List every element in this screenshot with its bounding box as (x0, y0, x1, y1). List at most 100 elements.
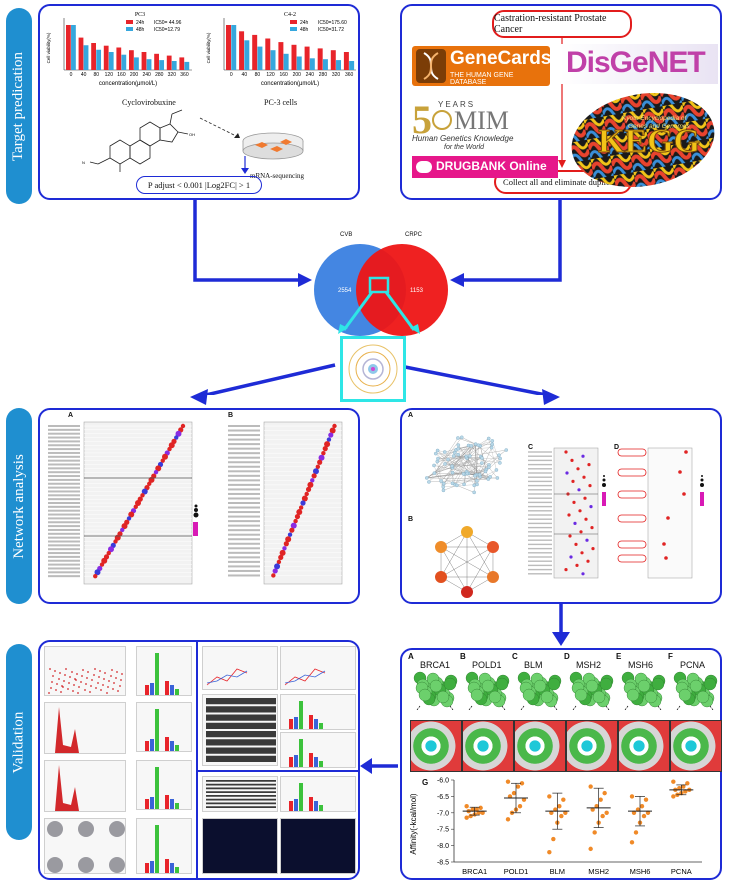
color-legend-bar (700, 492, 704, 506)
enrichment-dot (583, 496, 587, 500)
viability-bar-24h (129, 50, 134, 70)
term-label-stub (528, 484, 552, 487)
enrichment-dot (271, 573, 276, 578)
affinity-point (517, 804, 523, 809)
network-arrowheads (190, 389, 560, 405)
ppi-edge (458, 444, 480, 475)
hub-node (461, 586, 473, 598)
c42-legend-24: 24h (300, 20, 309, 26)
ppi-edge (434, 457, 482, 474)
term-label-stub (228, 502, 260, 504)
term-label-stub (228, 443, 260, 446)
ppi-node (480, 461, 484, 465)
enrichment-dot (113, 539, 118, 544)
enrichment-dot (312, 468, 319, 475)
drugbank-logo: DRUGBANK Online (412, 156, 558, 178)
affinity-point (594, 804, 599, 809)
viability-bar-24h (154, 53, 159, 70)
term-label-stub (228, 574, 260, 577)
size-legend-dot (603, 475, 605, 477)
ppi-node (498, 461, 502, 465)
y-tick-label: -6.5 (437, 794, 449, 801)
pathway-highlight-box (617, 468, 647, 477)
viability-bar-24h (343, 52, 349, 70)
term-label-stub (228, 551, 260, 554)
size-legend-dot (193, 512, 199, 518)
binding-pocket-pcna (670, 720, 722, 772)
affinity-point (547, 794, 552, 799)
affinity-point (553, 807, 558, 812)
affinity-point (643, 797, 649, 802)
term-label-stub (228, 479, 260, 482)
affinity-point (683, 789, 688, 794)
docking-protein-pcna: PCNA (680, 660, 706, 670)
affinity-chart-letter: G (422, 778, 429, 787)
section-label-validation: Validation (6, 644, 32, 840)
x-tick-label: PCNA (671, 867, 692, 876)
svg-text:N: N (82, 160, 85, 165)
term-label-stub (48, 440, 80, 443)
disgenet-logo: DisGeNET (560, 44, 718, 84)
enrichment-dot (582, 475, 586, 479)
affinity-point (557, 804, 562, 809)
term-label-stub (528, 531, 552, 533)
ppi-network-thumbnail (340, 336, 406, 402)
viability-bar-48h (309, 58, 315, 70)
term-label-stub (228, 470, 260, 473)
term-label-stub (528, 472, 552, 474)
enrichment-dot (153, 470, 159, 475)
enrichment-dot (315, 464, 321, 469)
target-prediction-panel-right: Castration-resistant Prostate Cancer Col… (400, 4, 722, 200)
enrichment-dot (126, 516, 132, 521)
ppi-node (451, 454, 456, 458)
genecards-logo: GeneCards® THE HUMAN GENE DATABASE (412, 46, 557, 86)
docking-letter-c: C (512, 652, 518, 661)
viability-bar-24h (239, 31, 245, 70)
ppi-edge (444, 451, 467, 472)
enrichment-dot (180, 423, 186, 429)
ppi-node (427, 480, 431, 484)
affinity-point (480, 810, 485, 815)
viability-bar-24h (166, 55, 172, 70)
ppi-node (477, 472, 482, 477)
x-tick-label: 160 (117, 72, 126, 78)
ppi-node (450, 464, 454, 468)
zoom-connector (676, 705, 681, 710)
enrichment-dot (662, 542, 666, 546)
arrow-docking-to-validation (360, 758, 398, 774)
term-label-stub (48, 536, 80, 539)
protein-surface-blob (696, 690, 710, 704)
term-label-stub (528, 476, 552, 478)
ppi-edge (443, 476, 481, 491)
network-panel-right: A B C D (400, 408, 722, 604)
enrichment-dot (664, 556, 668, 560)
term-label-stub (48, 505, 80, 508)
enrichment-dot (591, 547, 595, 551)
protein-quant-bar-1 (280, 694, 356, 730)
enrichment-dot (568, 534, 572, 538)
affinity-point (631, 810, 637, 815)
viability-bar-48h (171, 61, 177, 70)
enrichment-dot (569, 555, 573, 559)
colony-formation-wells (44, 818, 126, 874)
genecards-title: GeneCards® (450, 48, 557, 69)
ppi-edge (463, 445, 472, 485)
pc3-xlabel: concentration(μmol/L) (99, 81, 157, 87)
dna-icon (416, 49, 446, 83)
zoom-connector (416, 705, 421, 710)
filter-criteria-text: P adjust < 0.001 |Log2FC| > 1 (147, 180, 251, 190)
viability-bar-48h (159, 60, 165, 70)
cell-cycle-bar-chart-2 (136, 760, 192, 810)
ppi-edge (455, 444, 493, 485)
enrichment-dot (298, 505, 304, 510)
ppi-edge (437, 449, 457, 459)
viability-bar-24h (291, 44, 297, 70)
affinity-point (604, 810, 609, 815)
enrichment-dot (307, 481, 314, 488)
pathway-highlight-box (617, 448, 647, 457)
term-label-stub (48, 525, 80, 528)
ppi-graph (425, 435, 508, 495)
enrichment-dot (570, 458, 574, 462)
viability-bar-48h (231, 25, 237, 70)
viability-bar-48h (134, 57, 139, 70)
